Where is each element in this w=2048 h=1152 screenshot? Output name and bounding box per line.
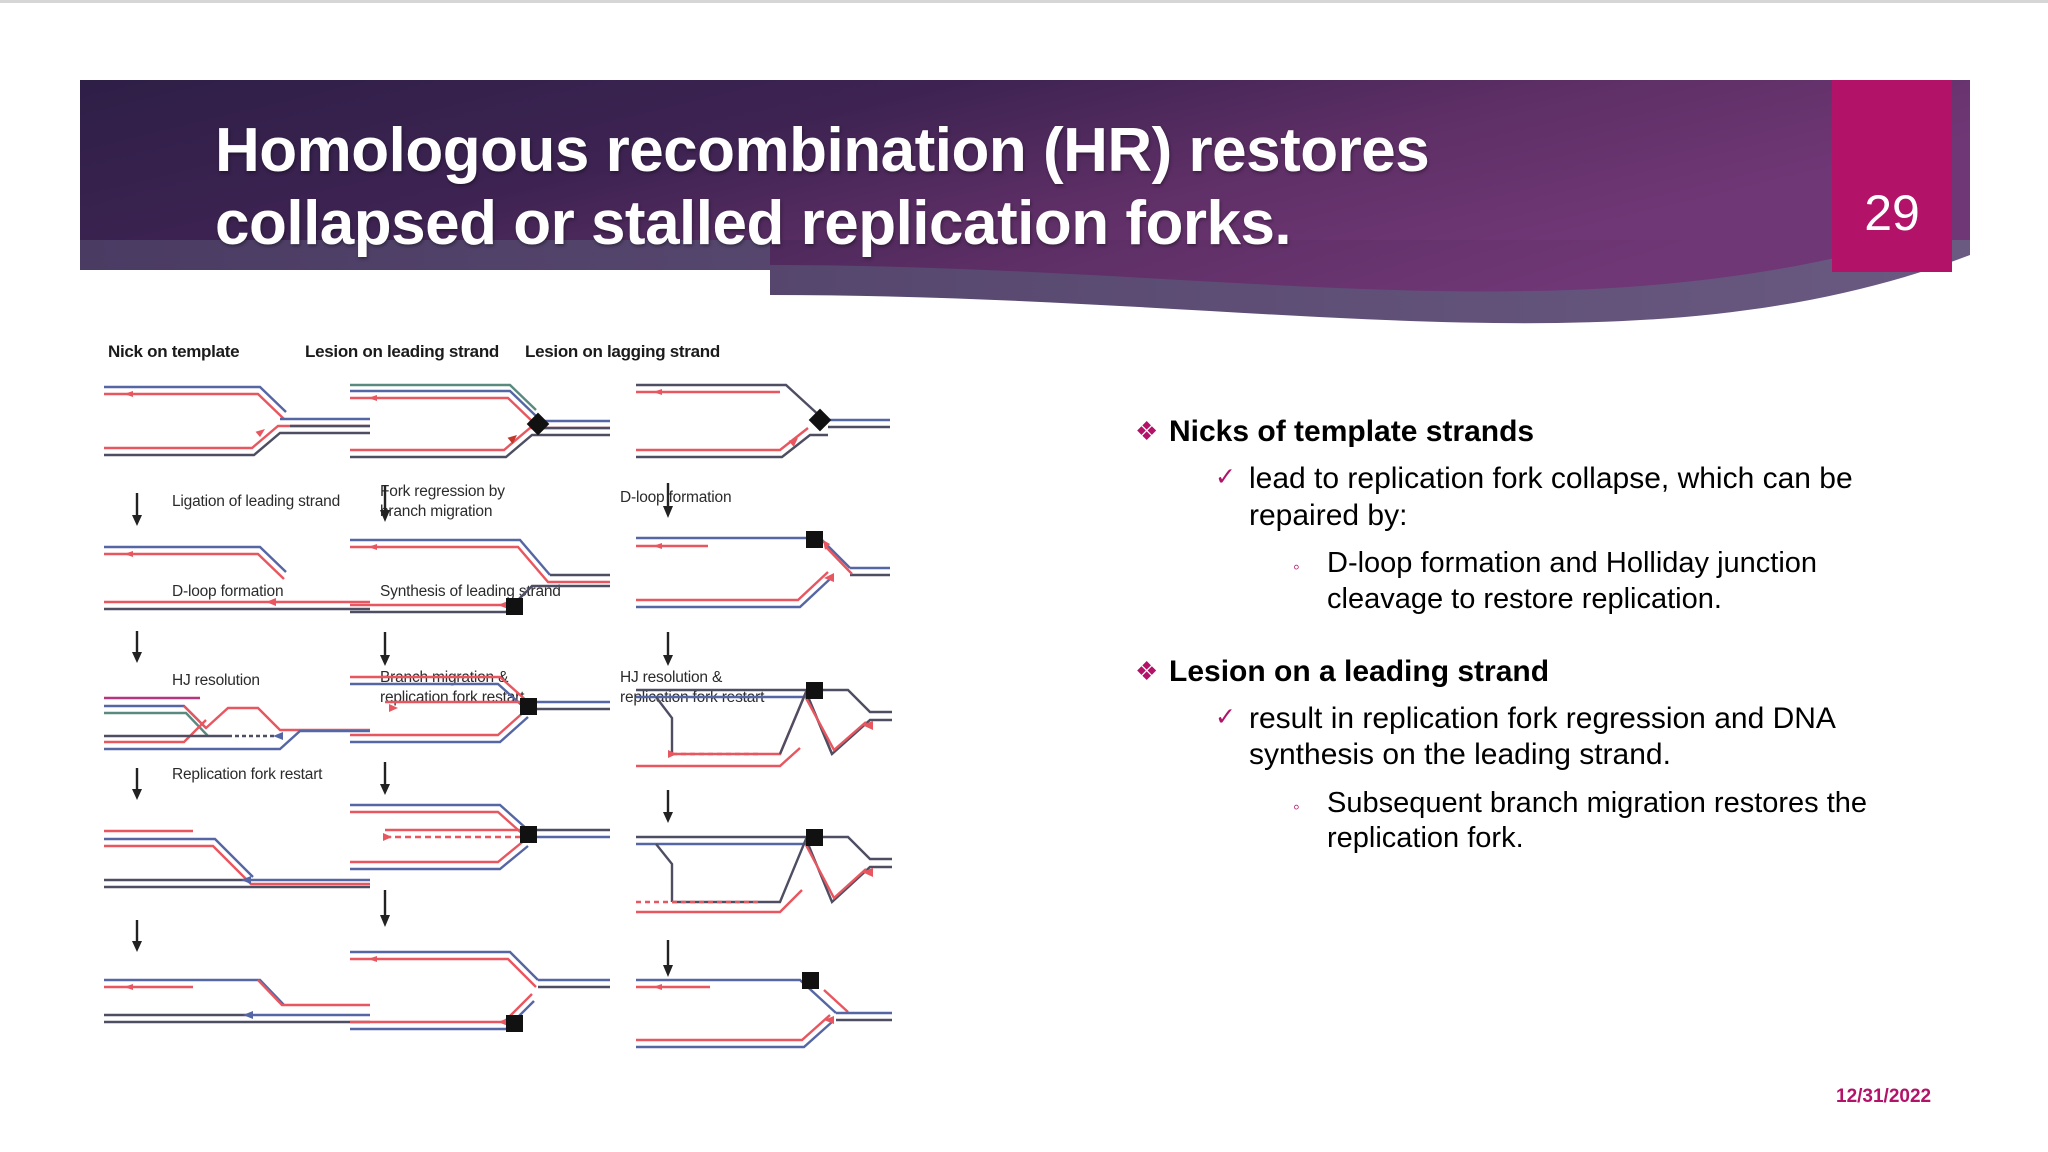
check-bullet-icon: ✓: [1215, 463, 1236, 491]
circle-bullet-icon: ◦: [1293, 796, 1300, 818]
bullet-level3-text: D-loop formation and Holliday junction c…: [1327, 547, 1818, 615]
title-banner: Homologous recombination (HR) restores c…: [80, 80, 1970, 380]
bullet-level1-text: Nicks of template strands: [1169, 415, 1535, 448]
bullet-level3-text: Subsequent branch migration restores the…: [1327, 786, 1868, 855]
slide-top-border: [0, 0, 2048, 3]
bullet-level2-text: lead to replication fork collapse, which…: [1249, 462, 1853, 532]
page-title: Homologous recombination (HR) restores c…: [215, 115, 1815, 260]
bullet-level3-item: ◦ D-loop formation and Holliday junction…: [1293, 546, 1965, 617]
figure-step-label-c2-2: Synthesis of leading strand: [380, 583, 561, 600]
bullet-level1-item: ❖ Lesion on a leading strand: [1135, 652, 1965, 691]
slide-date: 12/31/2022: [1836, 1086, 1932, 1107]
bullet-level1-text: Lesion on a leading strand: [1169, 654, 1550, 688]
dna-schematic-diagram: [104, 383, 892, 1049]
figure-column-header-1: Nick on template: [108, 342, 240, 361]
circle-bullet-icon: ◦: [1293, 557, 1300, 579]
page-number-badge: 29: [1832, 80, 1952, 272]
page-title-line-1: Homologous recombination (HR) restores: [215, 116, 1430, 185]
figure-step-label-c1-4: Replication fork restart: [172, 766, 323, 783]
figure-step-label-c2-1: Fork regression by branch migration: [380, 483, 505, 520]
figure-column-header-2: Lesion on leading strand: [305, 342, 499, 361]
bullet-list: ❖ Nicks of template strands ✓ lead to re…: [1135, 412, 1965, 861]
bullet-level2-item: ✓ lead to replication fork collapse, whi…: [1215, 461, 1965, 534]
bullet-level2-item: ✓ result in replication fork regression …: [1215, 701, 1965, 774]
figure-step-label-c3-1: D-loop formation: [620, 489, 732, 506]
page-title-line-2: collapsed or stalled replication forks.: [215, 188, 1292, 258]
banner-shape: [80, 80, 1970, 324]
figure-column-header-3: Lesion on lagging strand: [525, 342, 720, 361]
bullet-group-spacer: [1135, 622, 1965, 652]
figure-step-label-c1-1: Ligation of leading strand: [172, 493, 341, 510]
figure-step-label-c1-3: HJ resolution: [172, 672, 260, 689]
diamond-bullet-icon: ❖: [1135, 416, 1159, 446]
hr-pathway-figure: Nick on template Lesion on leading stran…: [80, 342, 980, 1070]
diamond-bullet-icon: ❖: [1135, 655, 1159, 686]
bullet-level1-item: ❖ Nicks of template strands: [1135, 412, 1965, 451]
bullet-level3-item: ◦ Subsequent branch migration restores t…: [1293, 786, 1965, 857]
check-bullet-icon: ✓: [1215, 702, 1236, 731]
bullet-level2-text: result in replication fork regression an…: [1249, 701, 1835, 772]
figure-step-label-c1-2: D-loop formation: [172, 583, 284, 600]
page-number-text: 29: [1864, 185, 1920, 241]
